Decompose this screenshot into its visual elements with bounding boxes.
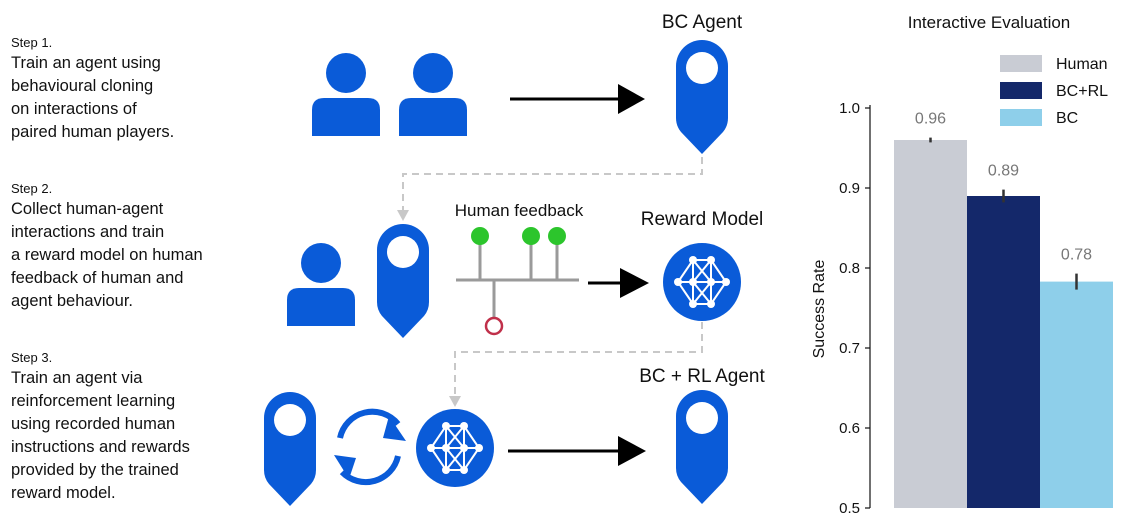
agent-pin-icon [377,224,429,338]
legend-label: BC [1056,110,1078,127]
data-label: 0.78 [1061,247,1092,264]
person-icon [312,53,380,136]
y-axis-label: Success Rate [811,260,828,359]
step-3-label: Step 3. [11,350,53,365]
agent-pin-icon [676,40,728,154]
step-1-description: Train an agent using behavioural cloning… [11,54,175,141]
legend-label: Human [1056,56,1108,73]
step-2-description: Collect human-agent interactions and tra… [11,200,203,310]
y-tick-label: 0.8 [839,260,860,277]
arrow-right-icon [510,84,645,114]
person-icon [399,53,467,136]
y-tick-label: 0.5 [839,500,860,517]
data-label: 0.89 [988,163,1019,180]
y-tick-label: 0.9 [839,180,860,197]
pipeline-diagram: BC Agent Human feedback Reward Model [264,12,765,506]
agent-pin-icon [264,392,316,506]
chart-title: Interactive Evaluation [908,13,1071,32]
legend-swatch [1000,55,1042,72]
bc-agent-label: BC Agent [662,12,743,33]
success-rate-chart: Interactive Evaluation Success Rate 0.5 0… [811,13,1113,517]
person-icon [287,243,355,326]
cycle-arrows-icon [334,408,406,486]
step-3: Step 3. Train an agent via reinforcement… [11,349,251,505]
legend-label: BC+RL [1056,83,1108,100]
step-3-description: Train an agent via reinforcement learnin… [11,369,190,502]
data-label: 0.96 [915,111,946,128]
dashed-connector-icon [449,322,703,407]
legend-swatch [1000,109,1042,126]
reward-model-network-icon [662,242,742,322]
legend-swatch [1000,82,1042,99]
arrow-right-icon [588,268,649,298]
step-1: Step 1. Train an agent using behavioural… [11,34,251,144]
y-tick-label: 1.0 [839,100,860,117]
reward-model-label: Reward Model [641,209,764,230]
bar-bc-rl [967,196,1040,508]
bar-human [894,140,967,508]
arrow-right-icon [508,436,646,466]
step-2: Step 2. Collect human-agent interactions… [11,180,251,313]
y-tick-label: 0.6 [839,420,860,437]
step-2-label: Step 2. [11,181,53,196]
agent-pin-icon [676,390,728,504]
human-feedback-label: Human feedback [455,201,584,220]
bar-bc [1040,281,1113,508]
dashed-connector-icon [397,157,703,221]
reward-model-network-icon [415,408,495,488]
y-tick-label: 0.7 [839,340,860,357]
bc-rl-agent-label: BC + RL Agent [639,366,765,387]
step-1-label: Step 1. [11,35,53,50]
feedback-tree-icon [456,227,579,336]
